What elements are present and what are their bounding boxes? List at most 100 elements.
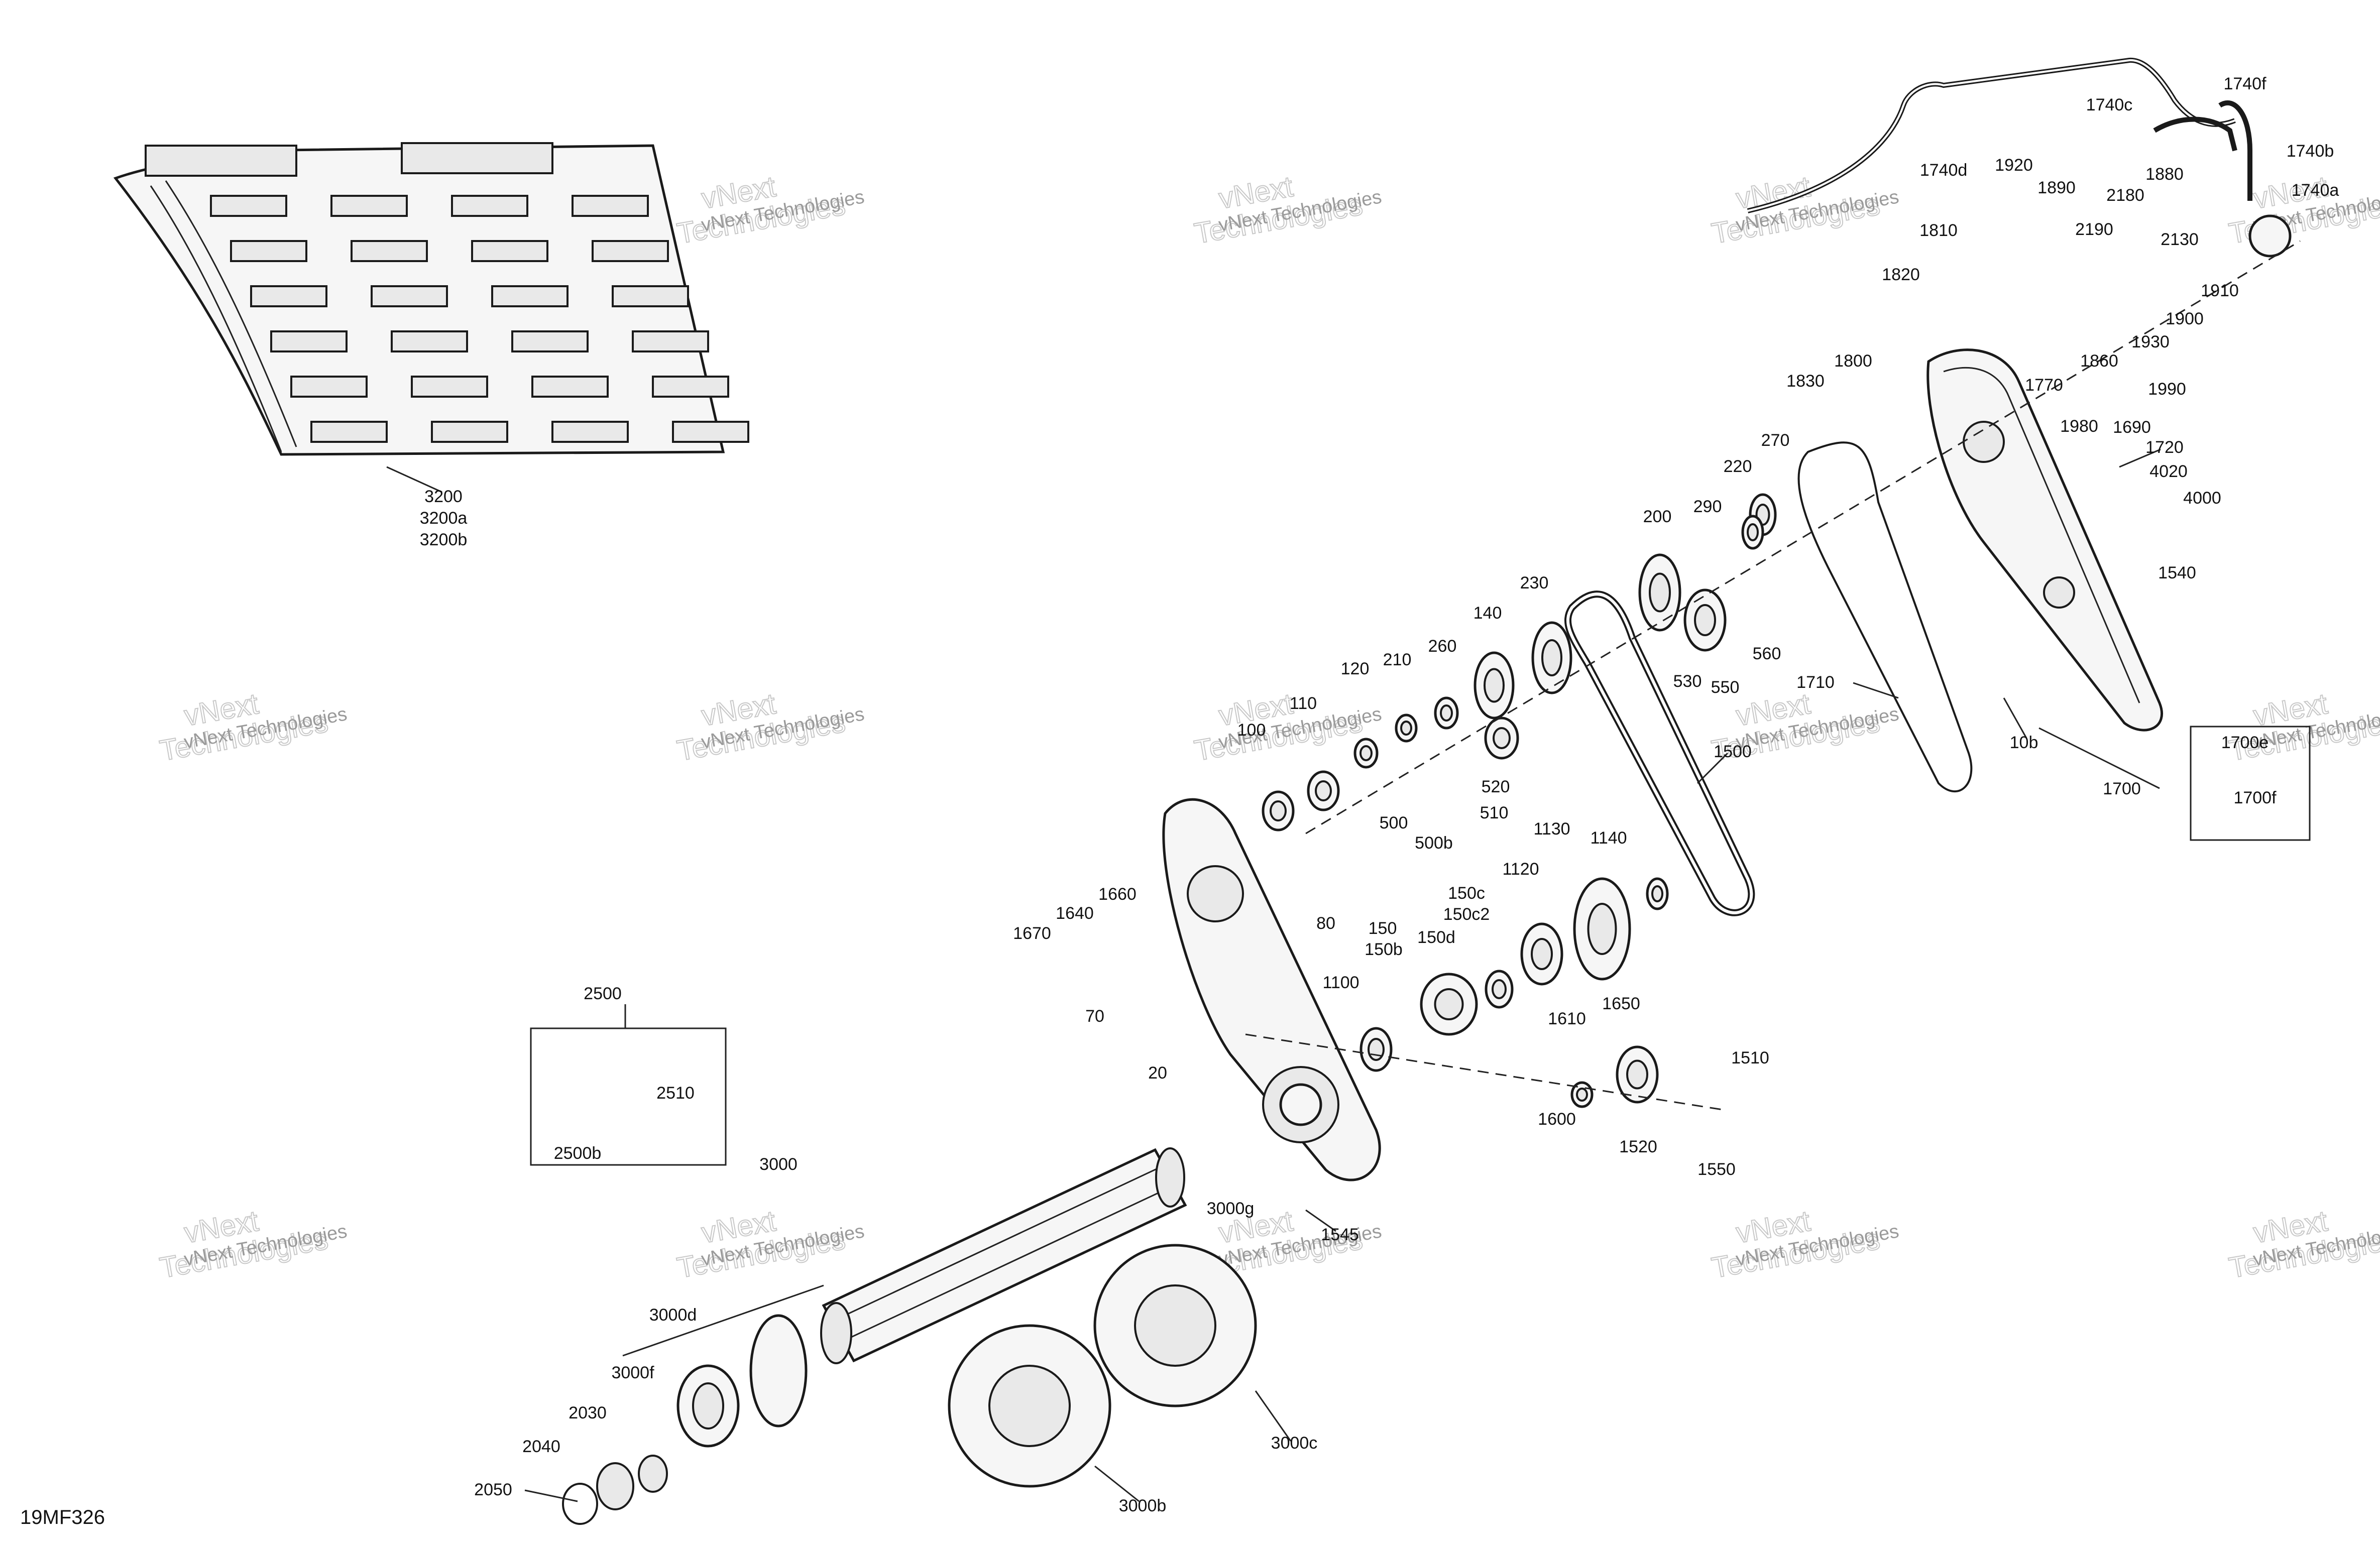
- callout-100: 100: [1237, 721, 1266, 740]
- gears-and-sprockets: [1262, 493, 1777, 1108]
- callout-1830: 1830: [1786, 372, 1825, 391]
- callout-70: 70: [1085, 1007, 1104, 1026]
- callout-200: 200: [1643, 507, 1672, 526]
- callout-120: 120: [1341, 659, 1370, 678]
- callout-4020: 4020: [2149, 462, 2188, 481]
- leader-2050: [524, 1489, 578, 1502]
- gear-hub: [1493, 727, 1511, 749]
- callout-3200b: 3200b: [420, 530, 468, 549]
- callout-2190: 2190: [2075, 220, 2113, 239]
- track-assembly: [113, 142, 749, 456]
- callout-500b: 500b: [1415, 834, 1453, 853]
- callout-550: 550: [1711, 678, 1740, 697]
- callout-150d: 150d: [1417, 928, 1455, 947]
- track-lug: [491, 285, 569, 307]
- leader-1710: [1853, 682, 1899, 699]
- callout-1880: 1880: [2145, 165, 2184, 184]
- track-lug: [290, 376, 368, 398]
- callout-260: 260: [1428, 637, 1457, 656]
- gear-hub: [1484, 668, 1505, 703]
- callout-1900: 1900: [2166, 309, 2204, 328]
- callout-1550: 1550: [1697, 1160, 1736, 1179]
- callout-150c: 150c: [1448, 884, 1485, 903]
- callout-1600: 1600: [1538, 1110, 1576, 1129]
- callout-530: 530: [1673, 672, 1702, 691]
- callout-220: 220: [1724, 457, 1752, 476]
- callout-1810: 1810: [1919, 221, 1958, 240]
- leader-1500: [1696, 752, 1729, 784]
- track-lug: [210, 195, 287, 217]
- track-lug: [652, 376, 729, 398]
- leader-1700: [2038, 727, 2160, 789]
- gear-hub: [1747, 523, 1759, 541]
- chaincase-outer-cover: [1926, 348, 2164, 732]
- callout-1740b: 1740b: [2287, 142, 2334, 161]
- gear-hub: [1649, 572, 1671, 613]
- callout-labels: 32003200a3200b1740c1740f1740d1740b1740a1…: [420, 74, 2339, 1515]
- callout-1640: 1640: [1056, 904, 1094, 923]
- gear-hub: [1440, 704, 1453, 722]
- assembly-axis-upper: [1305, 240, 2301, 835]
- callout-1980: 1980: [2060, 417, 2098, 436]
- inset-box-1700: [2190, 726, 2311, 841]
- gear-hub: [1270, 800, 1287, 821]
- drive-axle: [820, 1147, 1187, 1364]
- track-lug: [431, 421, 508, 443]
- callout-4000: 4000: [2183, 489, 2221, 508]
- track-lug: [471, 240, 548, 262]
- track-lug: [371, 285, 448, 307]
- callout-80: 80: [1316, 914, 1335, 933]
- callout-1670: 1670: [1013, 924, 1051, 943]
- callout-1510: 1510: [1731, 1048, 1769, 1067]
- drive-chain: [1564, 590, 1755, 916]
- leader-1720: [2119, 448, 2161, 468]
- callout-210: 210: [1383, 650, 1412, 669]
- callout-2180: 2180: [2106, 186, 2144, 205]
- callout-1700e: 1700e: [2221, 733, 2269, 752]
- callout-3000d: 3000d: [649, 1305, 697, 1325]
- leader-3000c: [1255, 1390, 1292, 1442]
- gear-hub: [1400, 721, 1412, 736]
- callout-3000f: 3000f: [611, 1363, 654, 1382]
- callout-3000g: 3000g: [1207, 1199, 1255, 1218]
- callout-3000c: 3000c: [1271, 1434, 1318, 1453]
- callout-1740f: 1740f: [2223, 74, 2266, 93]
- leader-lines: [386, 448, 2161, 1502]
- callout-1860: 1860: [2080, 351, 2118, 371]
- gear-hub: [1315, 780, 1332, 801]
- track-lug: [391, 330, 468, 352]
- callout-560: 560: [1753, 644, 1781, 663]
- callout-1700: 1700: [2103, 779, 2141, 798]
- callout-1910: 1910: [2201, 281, 2239, 300]
- gear-hub: [1651, 885, 1663, 902]
- callout-1500: 1500: [1714, 742, 1752, 761]
- track-drive-sprocket-c: [1093, 1244, 1257, 1407]
- callout-3200: 3200: [424, 487, 463, 506]
- inset-box-2500: [530, 1027, 727, 1166]
- callout-290: 290: [1693, 497, 1722, 516]
- gear-hub: [1492, 979, 1507, 999]
- gear-hub: [1694, 604, 1716, 636]
- callout-1740d: 1740d: [1920, 161, 1968, 180]
- callout-2130: 2130: [2161, 230, 2199, 249]
- callout-10b: 10b: [2010, 733, 2038, 752]
- gear-hub: [1434, 988, 1464, 1020]
- callout-3000b: 3000b: [1119, 1496, 1167, 1515]
- callout-1800: 1800: [1834, 351, 1872, 371]
- callout-1930: 1930: [2131, 332, 2170, 351]
- brake-cables: [1747, 57, 2292, 258]
- axle-end-bearing-parts: [562, 1314, 808, 1525]
- callout-2040: 2040: [522, 1437, 560, 1456]
- callout-1720: 1720: [2145, 438, 2184, 457]
- gear-hub: [1531, 938, 1553, 970]
- leader-3200: [386, 466, 442, 493]
- track-lug: [592, 240, 669, 262]
- callout-1700f: 1700f: [2233, 788, 2277, 807]
